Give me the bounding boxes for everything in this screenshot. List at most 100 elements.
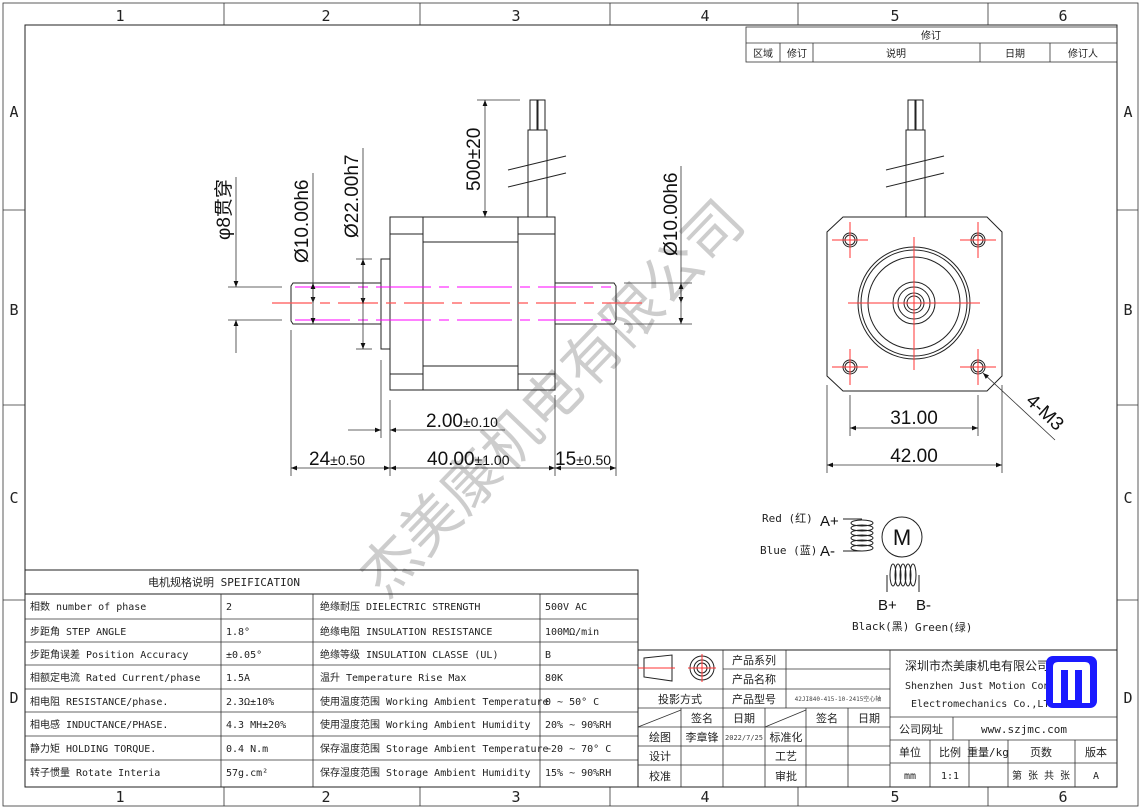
zone-row-a-right: A	[1123, 103, 1132, 121]
projection-symbol-icon	[638, 654, 716, 682]
zone-col-4-bottom: 4	[700, 788, 709, 806]
terminal-b-minus: B-	[916, 597, 931, 614]
spec-value: 0.4 N.m	[226, 744, 268, 755]
spec-value-2: 15% ~ 90%RH	[545, 768, 611, 779]
zone-col-1: 1	[115, 7, 124, 25]
dim-pilot-dia: Ø22.00h7	[342, 155, 363, 238]
website-label: 公司网址	[899, 722, 943, 736]
revision-header-zone: 区域	[753, 47, 773, 60]
mount-hole	[832, 222, 868, 258]
spec-value-2: B	[545, 650, 551, 661]
zone-col-6-bottom: 6	[1058, 788, 1067, 806]
wire-green-label: Green(绿)	[915, 620, 972, 634]
model-value: 42JI840-415-10-2415空心轴	[795, 695, 882, 703]
version-value: A	[1093, 771, 1099, 782]
process-label: 工艺	[775, 750, 797, 763]
spec-value: 57g.cm²	[226, 768, 268, 779]
company-name-en-1: Shenzhen Just Motion Control	[905, 681, 1074, 692]
mount-hole	[960, 222, 996, 258]
front-view-dimensions: 31.00 42.00 4-M3	[826, 372, 1068, 473]
spec-label: 相数 number of phase	[30, 600, 146, 613]
side-view-dimensions: φ8贯穿 Ø10.00h6 Ø22.00h7 500±20 Ø10.00h6 2…	[213, 99, 692, 476]
zone-col-1-bottom: 1	[115, 788, 124, 806]
spec-label-2: 使用温度范围 Working Ambient Temperature	[320, 695, 549, 708]
dim-mount-holes: 4-M3	[1022, 390, 1068, 435]
zone-row-c: C	[9, 489, 18, 507]
spec-label: 相电感 INDUCTANCE/PHASE.	[30, 718, 168, 731]
spec-value-2: 80K	[545, 673, 563, 684]
date-header: 日期	[733, 712, 755, 725]
product-name-label: 产品名称	[732, 672, 776, 686]
spec-label-2: 绝缘等级 INSULATION CLASSE (UL)	[320, 648, 498, 661]
motor-side-view	[272, 99, 642, 391]
check-label: 校准	[649, 769, 671, 783]
standard-label: 标准化	[770, 730, 803, 744]
watermark: 杰美康机电有限公司	[346, 187, 758, 610]
motor-front-view	[826, 99, 1003, 392]
dim-flange-size: 42.00	[890, 446, 938, 467]
product-series-label: 产品系列	[732, 653, 776, 667]
spec-value-2: 100MΩ/min	[545, 627, 599, 638]
terminal-b-plus: B+	[878, 597, 897, 614]
dim-shaft-left-dia: Ø10.00h6	[292, 180, 313, 263]
mount-hole	[960, 349, 996, 385]
dim-lead-length: 500±20	[464, 128, 485, 191]
mount-hole	[832, 349, 868, 385]
drawn-date: 2022/7/25	[725, 734, 763, 742]
sign-header: 签名	[691, 711, 713, 725]
zone-col-3: 3	[511, 7, 520, 25]
zone-col-4: 4	[700, 7, 709, 25]
sign-header-2: 签名	[816, 711, 838, 725]
spec-value-2: −20 ~ 70° C	[545, 744, 611, 755]
coil-b-icon	[886, 563, 920, 592]
motor-symbol-label: M	[893, 525, 911, 550]
zone-row-b: B	[9, 301, 18, 319]
revision-header-date: 日期	[1005, 48, 1025, 60]
spec-value-2: 500V AC	[545, 602, 587, 613]
spec-label: 相电阻 RESISTANCE/phase.	[30, 695, 168, 708]
design-label: 设计	[649, 750, 671, 763]
wire-blue-label: Blue (蓝)	[760, 544, 817, 557]
zone-row-a: A	[9, 103, 18, 121]
spec-value: 1.5A	[226, 673, 250, 684]
zone-row-c-right: C	[1123, 489, 1132, 507]
zone-row-b-right: B	[1123, 301, 1132, 319]
wiring-diagram: Red (红) Blue (蓝) A+ A- M B+ B- Black(黑) …	[760, 512, 972, 634]
date-header-2: 日期	[858, 712, 880, 725]
projection-label: 投影方式	[658, 692, 702, 706]
zone-row-d: D	[9, 689, 18, 707]
dim-through-hole: φ8贯穿	[213, 179, 235, 240]
website-value[interactable]: www.szjmc.com	[981, 723, 1067, 736]
coil-a-icon	[850, 519, 874, 552]
weight-label: 重量/kg	[967, 745, 1009, 759]
terminal-a-plus: A+	[820, 513, 839, 530]
revision-header-desc: 说明	[886, 47, 906, 60]
spec-value: 1.8°	[226, 627, 250, 638]
revision-title: 修订	[921, 29, 941, 42]
version-label: 版本	[1085, 745, 1107, 759]
spec-label-2: 保存温度范围 Storage Ambient Temperature	[320, 742, 549, 755]
scale-label: 比例	[939, 745, 961, 759]
revision-block: 修订 区域 修订 说明 日期 修订人	[745, 26, 1118, 63]
spec-value: 4.3 MH±20%	[226, 720, 286, 731]
spec-table-title: 电机规格说明 SPEIFICATION	[148, 575, 300, 589]
spec-value: ±0.05°	[226, 650, 262, 661]
spec-label: 步距角 STEP ANGLE	[30, 626, 126, 638]
terminal-a-minus: A-	[820, 543, 835, 560]
dim-body-length: 40.00±1.00	[427, 449, 510, 470]
zone-col-5-bottom: 5	[890, 788, 899, 806]
frame-labels: 1 2 3 4 5 6 1 2 3 4 5 6 A B C D A B C D	[9, 7, 1132, 806]
scale-value: 1:1	[941, 771, 959, 782]
motor-symbol-icon	[881, 516, 923, 558]
spec-value-2: 20% ~ 90%RH	[545, 720, 611, 731]
dim-pilot-height: 2.00±0.10	[426, 411, 498, 432]
approve-label: 审批	[775, 769, 797, 783]
spec-value-2: 0 ~ 50° C	[545, 697, 599, 708]
revision-header-rev: 修订	[787, 47, 807, 60]
dim-left-shaft-length: 24±0.50	[309, 449, 365, 470]
spec-label: 步距角误差 Position Accuracy	[30, 648, 188, 661]
spec-label-2: 温升 Temperature Rise Max	[320, 672, 466, 684]
title-block: 产品系列 产品名称 投影方式 产品型号 42JI840-415-10-2415空…	[637, 649, 1118, 788]
